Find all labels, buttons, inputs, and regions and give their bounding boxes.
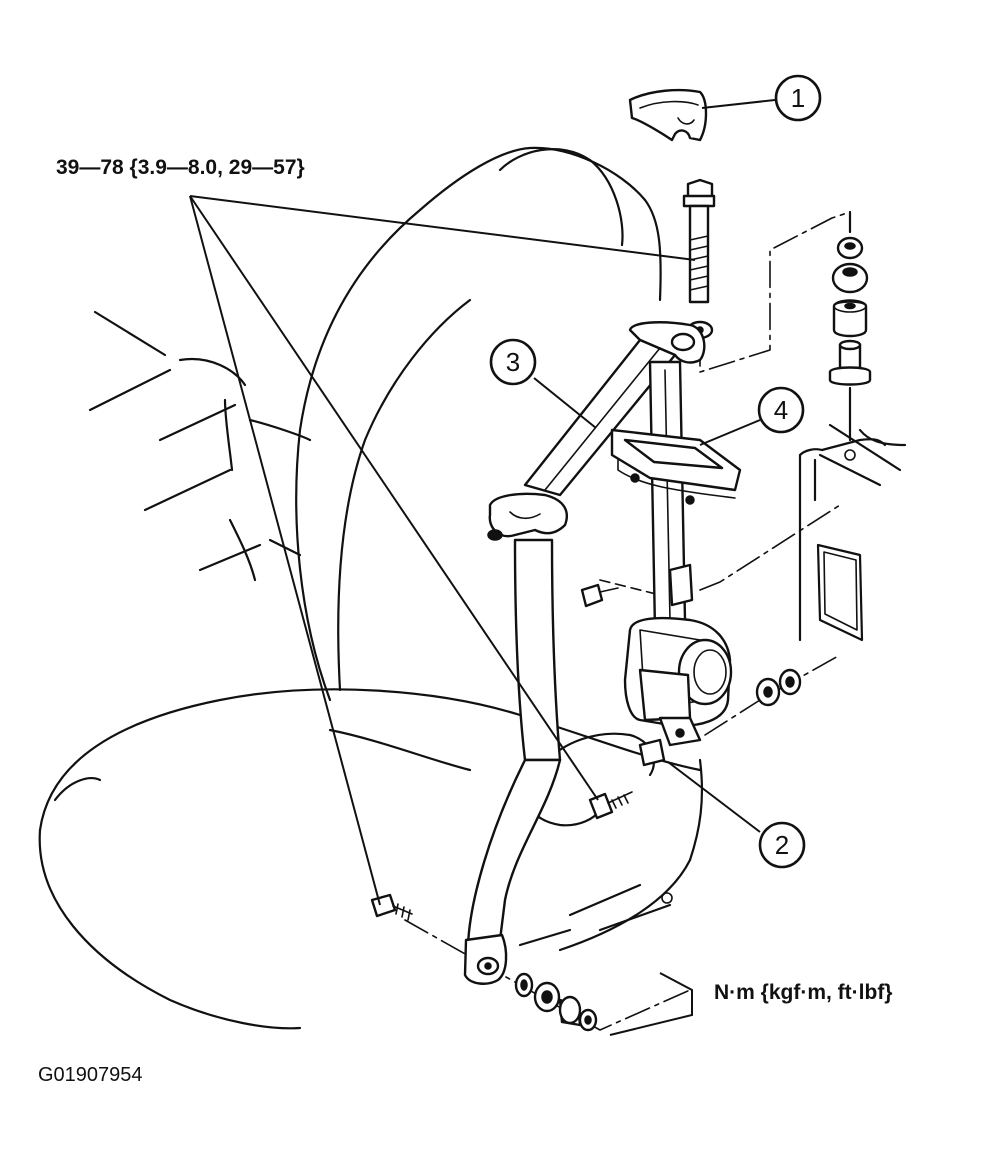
spacer-stack [828,210,872,442]
anchor-cover-part [628,88,708,142]
shoulder-belt-webbing [463,321,706,985]
retractor-washers [755,668,802,707]
retractor-assembly [580,563,733,747]
callout-4-number: 4 [774,395,788,425]
figure-id-label: G01907954 [38,1064,143,1086]
callout-2-number: 2 [775,830,789,860]
callout-3: 3 [489,338,597,429]
units-bracket [609,972,693,1036]
torque-leader-lines [189,195,696,906]
floor-anchor-hardware [370,892,673,1032]
body-panel [798,423,907,642]
lower-retractor-bolt [588,738,666,820]
callout-4: 4 [699,386,805,446]
callout-1-number: 1 [791,83,805,113]
torque-units-label: N·m {kgf·m, ft·lbf} [714,981,893,1004]
webbing-guide-bezel [610,428,742,505]
upper-anchor-bolt [682,178,716,340]
seat-outline [38,146,704,1030]
callout-1: 1 [701,74,822,122]
callout-3-number: 3 [506,347,520,377]
callout-2: 2 [667,761,806,869]
torque-spec-label: 39—78 {3.9—8.0, 29—57} [56,156,305,179]
background-seat-lines [88,310,312,582]
